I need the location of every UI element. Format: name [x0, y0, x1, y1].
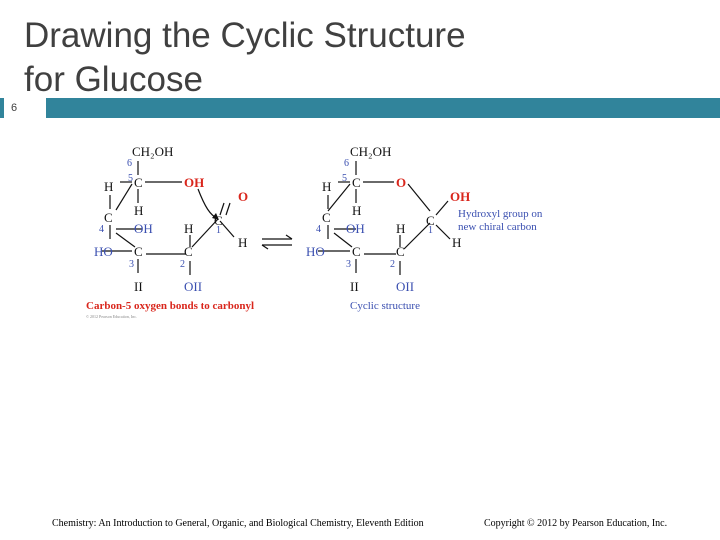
right-carbon-4-number: 4	[316, 224, 321, 235]
right-carbon-6-number: 6	[344, 158, 349, 169]
right-c2-oh: OII	[396, 279, 414, 294]
left-h-below-c5: H	[134, 203, 143, 218]
right-c3-ho: HO	[306, 244, 325, 259]
left-c5-hydroxyl: OH	[184, 175, 204, 190]
slide-number: 6	[11, 102, 18, 114]
left-ch2oh: CH₂OH	[132, 144, 173, 159]
left-carbon-3-number: 3	[129, 259, 134, 270]
glucose-cyclization-figure: CH₂OH 6 H 5 C OH H O C 4 OH H 1 C H HO C…	[86, 144, 543, 320]
open-chain-structure: CH₂OH 6 H 5 C OH H O C 4 OH H 1 C H HO C…	[86, 144, 254, 320]
left-c2: C	[184, 244, 193, 259]
slide-title: Drawing the Cyclic Structure for Glucose	[24, 14, 684, 102]
right-h-c1: H	[452, 235, 461, 250]
left-c3: C	[134, 244, 143, 259]
right-note-line-2: new chiral carbon	[458, 221, 537, 233]
right-carbon-1-number: 1	[428, 225, 433, 236]
left-h-c3: II	[134, 279, 143, 294]
left-carbon-1-number: 1	[216, 225, 221, 236]
right-c4: C	[322, 210, 331, 225]
slide-title-line-1: Drawing the Cyclic Structure	[24, 16, 466, 55]
right-h-below-c5: H	[352, 203, 361, 218]
left-h-c1: H	[184, 221, 193, 236]
cyclic-structure: CH₂OH 6 H 5 C O H OH Hydroxyl group on n…	[306, 144, 543, 312]
equilibrium-arrows	[261, 234, 293, 250]
right-caption: Cyclic structure	[350, 300, 420, 312]
left-c1: C	[214, 213, 223, 228]
left-h-c5: H	[104, 179, 113, 194]
left-carbon-2-number: 2	[180, 259, 185, 270]
left-aldehyde-h: H	[238, 235, 247, 250]
right-h-c2: H	[396, 221, 405, 236]
right-c3: C	[352, 244, 361, 259]
left-carbon-6-number: 6	[127, 158, 132, 169]
right-carbon-3-number: 3	[346, 259, 351, 270]
left-carbonyl-oxygen: O	[238, 189, 248, 204]
right-h-c5: H	[322, 179, 331, 194]
right-ring-oxygen: O	[396, 175, 406, 190]
right-ch2oh: CH₂OH	[350, 144, 391, 159]
right-c2: C	[396, 244, 405, 259]
right-note-line-1: Hydroxyl group on	[458, 208, 543, 220]
right-carbon-5-number: 5	[342, 173, 347, 184]
left-c4-oh: OH	[134, 221, 153, 236]
title-divider-bar	[46, 98, 720, 118]
footer-copyright: Copyright © 2012 by Pearson Education, I…	[484, 518, 668, 529]
right-c4-oh: OH	[346, 221, 365, 236]
left-c2-oh: OII	[184, 279, 202, 294]
left-caption: Carbon-5 oxygen bonds to carbonyl	[86, 300, 254, 312]
right-anomeric-oh: OH	[450, 189, 470, 204]
left-c3-ho: HO	[94, 244, 113, 259]
left-c5: C	[134, 175, 143, 190]
left-carbon-4-number: 4	[99, 224, 104, 235]
right-carbon-2-number: 2	[390, 259, 395, 270]
left-copyright-small: © 2012 Pearson Education, Inc.	[86, 314, 137, 320]
slide-number-accent	[0, 98, 4, 118]
footer-book-title: Chemistry: An Introduction to General, O…	[52, 518, 424, 529]
left-carbon-5-number: 5	[128, 173, 133, 184]
right-c1: C	[426, 213, 435, 228]
right-h-c3: II	[350, 279, 359, 294]
left-c4: C	[104, 210, 113, 225]
right-c5: C	[352, 175, 361, 190]
slide-title-line-2: for Glucose	[24, 60, 203, 99]
